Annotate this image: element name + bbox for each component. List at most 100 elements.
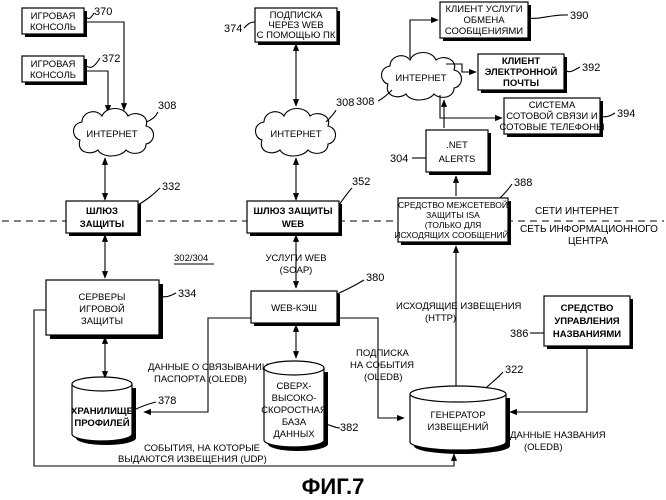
- im-service-client: КЛИЕНТ УСЛУГИ ОБМЕНА СООБЩЕНИЯМИ: [440, 2, 531, 41]
- pc-web-subscription: ПОДПИСКА ЧЕРЕЗ WEB С ПОМОЩЬЮ ПК: [255, 8, 340, 45]
- ref-380: 380: [366, 272, 384, 284]
- section-ref: 302/304: [174, 253, 208, 264]
- web-cache-label: WEB-КЭШ: [271, 303, 317, 314]
- leader-390: [528, 15, 568, 19]
- ref-308-b: 308: [336, 97, 354, 109]
- ref-392: 392: [582, 62, 600, 74]
- passport-line-2: ПАСПОРТА (OLEDB): [154, 374, 247, 385]
- notification-generator: ГЕНЕРАТОР ИЗВЕЩЕНИЙ: [410, 386, 510, 454]
- fast-database-line-5: ДАННЫХ: [273, 429, 315, 440]
- internet-cloud-2-label: ИНТЕРНЕТ: [270, 129, 321, 140]
- game-console-2: ИГРОВАЯ КОНСОЛЬ: [22, 56, 87, 85]
- figure-caption: ФИГ.7: [302, 474, 365, 499]
- ref-304: 304: [390, 153, 408, 165]
- name-management-line-2: УПРАВЛЕНИЯ: [554, 316, 619, 327]
- ref-322: 322: [505, 364, 523, 376]
- isa-firewall: СРЕДСТВО МЕЖСЕТЕВОЙ ЗАЩИТЫ ISA (ТОЛЬКО Д…: [394, 198, 511, 245]
- cellular-system: СИСТЕМА СОТОВОЙ СВЯЗИ И СОТОВЫЕ ТЕЛЕФОНЫ: [499, 98, 604, 137]
- outgoing-line-1: ИСХОДЯЩИЕ ИЗВЕЩЕНИЯ: [396, 301, 522, 312]
- internet-cloud-2: ИНТЕРНЕТ: [256, 109, 336, 157]
- email-client-line-2: ЭЛЕКТРОННОЙ: [485, 66, 558, 78]
- internet-cloud-3: ИНТЕРНЕТ: [382, 53, 462, 101]
- passport-line-1: ДАННЫЕ О СВЯЗЫВАНИИ: [148, 362, 269, 373]
- name-management-tool: СРЕДСТВО УПРАВЛЕНИЯ НАЗВАНИЯМИ: [544, 296, 633, 349]
- leader-308-a: [146, 112, 158, 122]
- web-services-line-2: (SOAP): [280, 265, 313, 276]
- fast-database: СВЕРХ- ВЫСОКО- СКОРОСТНАЯ БАЗА ДАННЫХ: [261, 361, 328, 451]
- ref-378: 378: [158, 395, 176, 407]
- ref-308-a: 308: [158, 100, 176, 112]
- security-gateway-1-line-1: ШЛЮЗ: [86, 206, 118, 217]
- leader-380: [337, 280, 364, 294]
- im-service-client-line-1: КЛИЕНТ УСЛУГИ: [445, 4, 522, 15]
- edge-console2-inet1: [84, 71, 108, 112]
- leader-378: [134, 402, 156, 410]
- name-data-line-1: ДАННЫЕ НАЗВАНИЯ: [510, 430, 606, 441]
- im-service-client-line-2: ОБМЕНА: [463, 15, 505, 26]
- leader-308-b: [326, 110, 336, 122]
- subscription-line-1: ПОДПИСКА: [356, 348, 409, 359]
- net-alerts-line-2: ALERTS: [439, 154, 476, 165]
- game-security-servers-line-1: СЕРВЕРЫ: [79, 292, 126, 303]
- cellular-system-line-2: СОТОВОЙ СВЯЗИ И: [506, 110, 598, 122]
- internet-cloud-1: ИНТЕРНЕТ: [74, 109, 154, 157]
- fast-database-line-4: БАЗА: [282, 417, 307, 428]
- leader-382: [326, 424, 340, 428]
- events-udp-line-1: СОБЫТИЯ, НА КОТОРЫЕ: [144, 443, 260, 454]
- im-service-client-line-3: СООБЩЕНИЯМИ: [445, 26, 523, 37]
- security-gateway-web-line-2: WEB: [282, 219, 304, 230]
- web-services-line-1: УСЛУГИ WEB: [265, 253, 326, 264]
- email-client-line-3: ПОЧТЫ: [503, 78, 539, 89]
- security-gateway-web: ШЛЮЗ ЗАЩИТЫ WEB: [247, 201, 342, 236]
- ref-390: 390: [570, 10, 588, 22]
- fast-database-line-3: СКОРОСТНАЯ: [261, 405, 327, 416]
- net-alerts-line-1: .NET: [446, 140, 468, 151]
- zone-datacenter-label-2: ЦЕНТРА: [568, 236, 608, 247]
- game-security-servers-line-2: ИГРОВОЙ: [79, 303, 125, 315]
- isa-firewall-line-3: (ТОЛЬКО ДЛЯ: [425, 220, 482, 230]
- web-cache: WEB-КЭШ: [251, 291, 340, 326]
- leader-322: [486, 372, 503, 388]
- security-gateway-web-line-1: ШЛЮЗ ЗАЩИТЫ: [253, 206, 332, 217]
- game-console-1-line-1: ИГРОВАЯ: [31, 11, 76, 22]
- game-console-2-line-2: КОНСОЛЬ: [30, 70, 76, 81]
- name-management-line-1: СРЕДСТВО: [561, 303, 614, 314]
- outgoing-line-2: (HTTP): [425, 313, 456, 324]
- email-client: КЛИЕНТ ЭЛЕКТРОННОЙ ПОЧТЫ: [478, 54, 567, 93]
- internet-cloud-3-label: ИНТЕРНЕТ: [395, 73, 446, 84]
- pc-web-subscription-line-3: С ПОМОЩЬЮ ПК: [257, 30, 336, 41]
- ref-394: 394: [617, 108, 635, 120]
- leader-352: [339, 188, 352, 205]
- ref-388: 388: [514, 177, 532, 189]
- leader-388: [500, 184, 512, 198]
- name-data-line-2: (OLEDB): [524, 442, 563, 453]
- events-udp-line-2: ВЫДАЮТСЯ ИЗВЕЩЕНИЯ (UDP): [118, 454, 267, 465]
- profile-store-line-2: ПРОФИЛЕЙ: [74, 417, 129, 429]
- security-gateway-1-line-2: ЗАЩИТЫ: [80, 219, 124, 230]
- ref-382: 382: [340, 422, 358, 434]
- security-gateway-1: ШЛЮЗ ЗАЩИТЫ: [66, 201, 141, 236]
- ref-352: 352: [352, 176, 370, 188]
- fast-database-line-2: ВЫСОКО-: [272, 393, 317, 404]
- isa-firewall-line-2: ЗАЩИТЫ ISA: [426, 210, 480, 220]
- ref-308-c: 308: [356, 96, 374, 108]
- notification-generator-line-2: ИЗВЕЩЕНИЙ: [428, 421, 489, 433]
- profile-store-line-1: ХРАНИЛИЩЕ: [71, 406, 133, 417]
- game-console-2-line-1: ИГРОВАЯ: [31, 59, 76, 70]
- fast-database-line-1: СВЕРХ-: [277, 381, 312, 392]
- ref-332: 332: [162, 181, 180, 193]
- leader-308-c: [378, 90, 392, 101]
- game-console-1-line-2: КОНСОЛЬ: [30, 22, 76, 33]
- ref-374: 374: [224, 23, 242, 35]
- edge-console1-inet1: [84, 22, 124, 110]
- subscription-line-2: НА СОБЫТИЯ: [350, 360, 414, 371]
- ref-386: 386: [510, 328, 528, 340]
- zone-datacenter-label: СЕТЬ ИНФОРМАЦИОННОГО: [520, 224, 658, 235]
- zone-internet-label: СЕТИ ИНТЕРНЕТ: [535, 206, 619, 217]
- cellular-system-line-1: СИСТЕМА: [529, 100, 576, 111]
- ref-334: 334: [178, 288, 196, 300]
- leader-332: [138, 188, 160, 205]
- edge-inet3-cell: [440, 95, 502, 118]
- ref-372: 372: [102, 53, 120, 65]
